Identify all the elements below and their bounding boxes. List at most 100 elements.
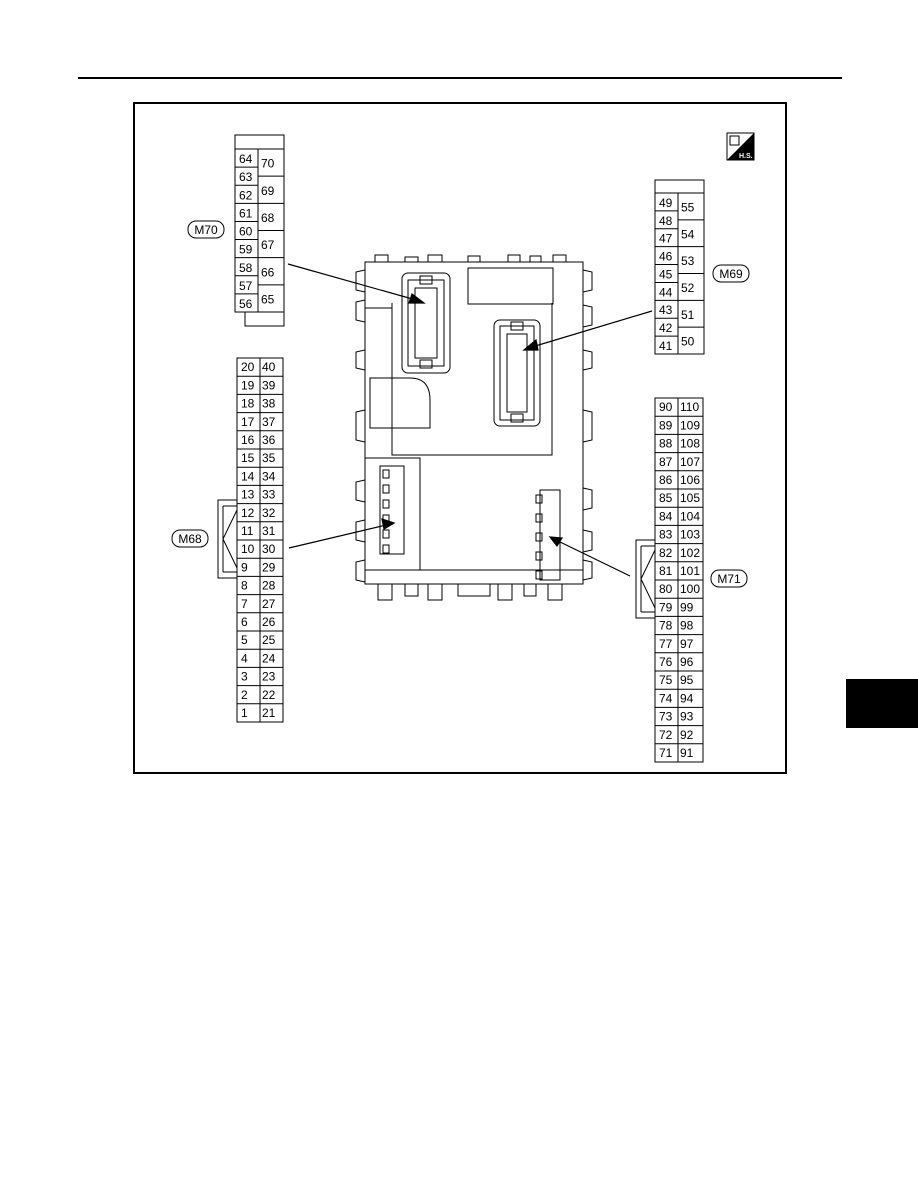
pin-number: 43 [659, 303, 673, 317]
pin-number: 91 [680, 746, 694, 760]
pin-number: 62 [239, 188, 253, 202]
pin-number: 17 [241, 415, 255, 429]
pin-number: 69 [261, 184, 275, 198]
pin-number: 88 [659, 437, 673, 451]
pin-number: 70 [261, 157, 275, 171]
pin-number: 23 [262, 670, 276, 684]
pin-number: 11 [241, 524, 254, 538]
m68-socket [379, 465, 405, 555]
pin-number: 51 [681, 308, 695, 322]
pin-number: 60 [239, 225, 253, 239]
control-unit-body [355, 254, 593, 601]
pin-number: 20 [241, 360, 255, 374]
pin-number: 38 [262, 397, 276, 411]
pin-number: 73 [659, 710, 673, 724]
pin-number: 97 [680, 637, 694, 651]
pin-number: 80 [659, 582, 673, 596]
pin-number: 3 [241, 670, 248, 684]
pin-number: 45 [659, 267, 673, 281]
pin-number: 2 [241, 688, 248, 702]
pin-number: 83 [659, 528, 673, 542]
pin-number: 10 [241, 542, 255, 556]
pin-number: 47 [659, 232, 673, 246]
m68-label: M68 [178, 532, 202, 546]
pin-number: 95 [680, 673, 694, 687]
pin-number: 96 [680, 655, 694, 669]
pin-number: 16 [241, 433, 255, 447]
pin-number: 104 [680, 509, 700, 523]
pin-number: 32 [262, 506, 276, 520]
pin-number: 24 [262, 651, 276, 665]
section-tab [846, 679, 918, 728]
pin-number: 42 [659, 321, 673, 335]
hs-badge-icon: H.S. [726, 132, 755, 161]
m69-label-badge: M69 [712, 264, 750, 283]
pin-number: 44 [659, 285, 673, 299]
pin-number: 49 [659, 196, 673, 210]
pin-number: 26 [262, 615, 276, 629]
pin-number: 53 [681, 254, 695, 268]
pin-number: 27 [262, 597, 276, 611]
pin-number: 41 [659, 339, 673, 353]
pin-number: 56 [239, 297, 253, 311]
pin-number: 75 [659, 673, 673, 687]
pin-number: 36 [262, 433, 276, 447]
pin-number: 98 [680, 619, 694, 633]
pin-number: 13 [241, 488, 255, 502]
pin-number: 58 [239, 261, 253, 275]
pin-number: 84 [659, 509, 673, 523]
pin-number: 19 [241, 378, 255, 392]
pin-number: 106 [680, 473, 700, 487]
pin-number: 52 [681, 281, 695, 295]
pin-number: 110 [680, 400, 699, 414]
pin-number: 28 [262, 579, 276, 593]
pin-number: 1 [241, 706, 248, 720]
pin-number: 48 [659, 214, 673, 228]
pin-number: 34 [262, 469, 276, 483]
pin-number: 29 [262, 560, 276, 574]
pin-number: 9 [241, 560, 248, 574]
pin-number: 92 [680, 728, 694, 742]
header-rule [78, 77, 842, 79]
m71-socket [535, 489, 561, 581]
pin-number: 100 [680, 582, 700, 596]
pin-number: 64 [239, 152, 253, 166]
m68-label-badge: M68 [171, 529, 209, 548]
pin-number: 89 [659, 418, 673, 432]
pin-number: 105 [680, 491, 700, 505]
pin-number: 46 [659, 250, 673, 264]
pin-number: 33 [262, 488, 276, 502]
pin-number: 59 [239, 243, 253, 257]
m70-label-badge: M70 [187, 220, 225, 239]
pin-number: 78 [659, 619, 673, 633]
pin-number: 50 [681, 335, 695, 349]
pin-number: 85 [659, 491, 673, 505]
pin-number: 18 [241, 397, 255, 411]
pin-number: 71 [659, 746, 673, 760]
pin-number: 30 [262, 542, 276, 556]
pin-number: 72 [659, 728, 673, 742]
pin-number: 76 [659, 655, 673, 669]
pin-number: 39 [262, 378, 276, 392]
pin-number: 74 [659, 691, 673, 705]
pin-number: 25 [262, 633, 276, 647]
pin-number: 8 [241, 579, 248, 593]
pin-number: 81 [659, 564, 673, 578]
pin-number: 15 [241, 451, 255, 465]
pin-number: 109 [680, 418, 700, 432]
pin-number: 108 [680, 437, 700, 451]
pin-number: 22 [262, 688, 276, 702]
m69-socket [493, 319, 541, 427]
m70-socket [401, 272, 451, 374]
pin-number: 82 [659, 546, 673, 560]
pin-number: 12 [241, 506, 255, 520]
pin-number: 79 [659, 600, 673, 614]
hs-badge-text: H.S. [739, 153, 753, 160]
pin-number: 54 [681, 227, 695, 241]
leader-lines [287, 263, 653, 577]
pin-number: 101 [680, 564, 700, 578]
